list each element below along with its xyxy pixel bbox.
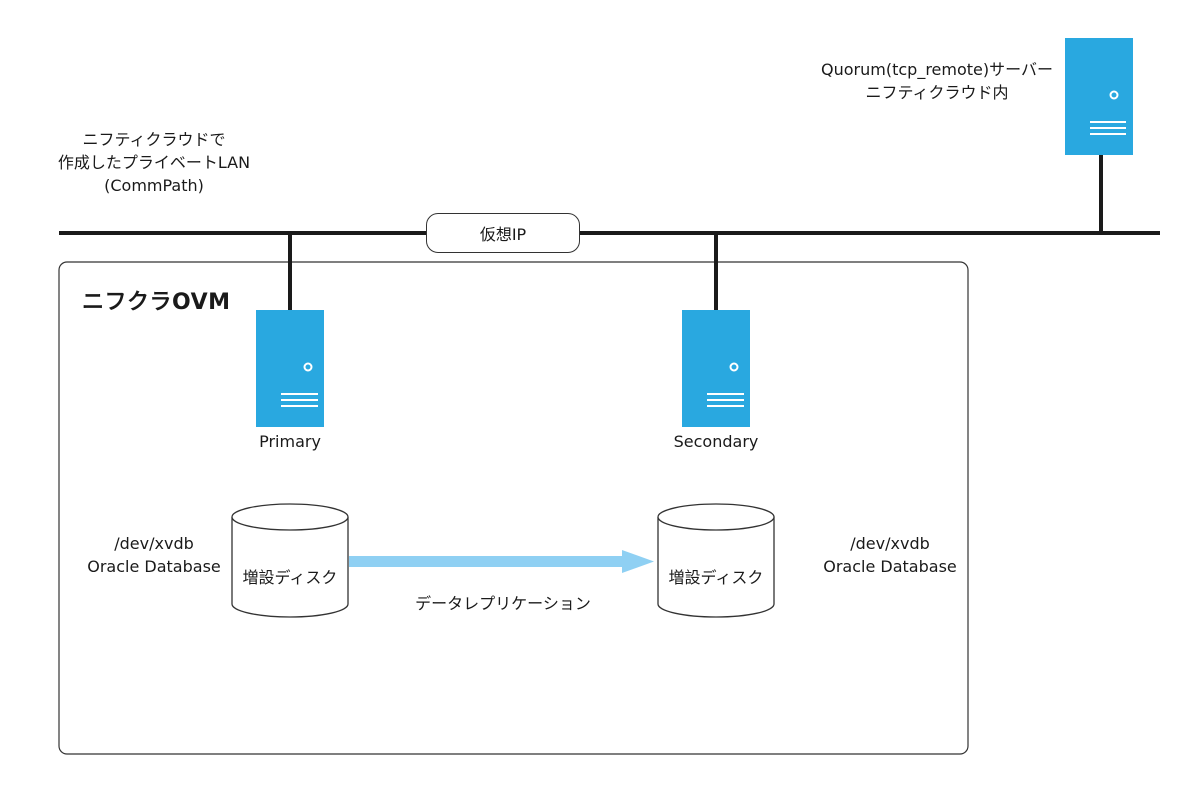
ovm-group-box bbox=[58, 261, 969, 755]
primary-disk-label: 増設ディスク bbox=[242, 568, 338, 587]
primary-disk-icon bbox=[231, 503, 349, 618]
secondary-device-content: Oracle Database bbox=[823, 557, 957, 576]
lan-label-line-3: (CommPath) bbox=[104, 176, 204, 195]
replication-arrow bbox=[349, 550, 654, 573]
quorum-label-line-2: ニフティクラウド内 bbox=[865, 83, 1009, 102]
quorum-label: Quorum(tcp_remote)サーバー ニフティクラウド内 bbox=[821, 58, 1053, 104]
primary-device-label: /dev/xvdb Oracle Database bbox=[87, 532, 221, 578]
virtual-ip-badge: 仮想IP bbox=[426, 213, 580, 253]
secondary-server-label: Secondary bbox=[673, 432, 759, 451]
secondary-device-path: /dev/xvdb bbox=[850, 534, 930, 553]
lan-label-line-1: ニフティクラウドで bbox=[82, 130, 226, 149]
primary-server-icon bbox=[256, 310, 324, 427]
primary-server-label: Primary bbox=[259, 432, 321, 451]
secondary-device-label: /dev/xvdb Oracle Database bbox=[823, 532, 957, 578]
secondary-disk-icon bbox=[657, 503, 775, 618]
quorum-server-icon bbox=[1065, 38, 1133, 155]
lan-label: ニフティクラウドで 作成したプライベートLAN (CommPath) bbox=[58, 128, 250, 197]
virtual-ip-label: 仮想IP bbox=[479, 225, 527, 244]
primary-device-path: /dev/xvdb bbox=[114, 534, 194, 553]
secondary-server-icon bbox=[682, 310, 750, 427]
primary-device-content: Oracle Database bbox=[87, 557, 221, 576]
group-title: ニフクラOVM bbox=[82, 290, 231, 315]
quorum-label-line-1: Quorum(tcp_remote)サーバー bbox=[821, 60, 1053, 79]
lan-label-line-2: 作成したプライベートLAN bbox=[57, 153, 251, 172]
secondary-disk-label: 増設ディスク bbox=[668, 568, 764, 587]
replication-label: データレプリケーション bbox=[415, 594, 591, 613]
